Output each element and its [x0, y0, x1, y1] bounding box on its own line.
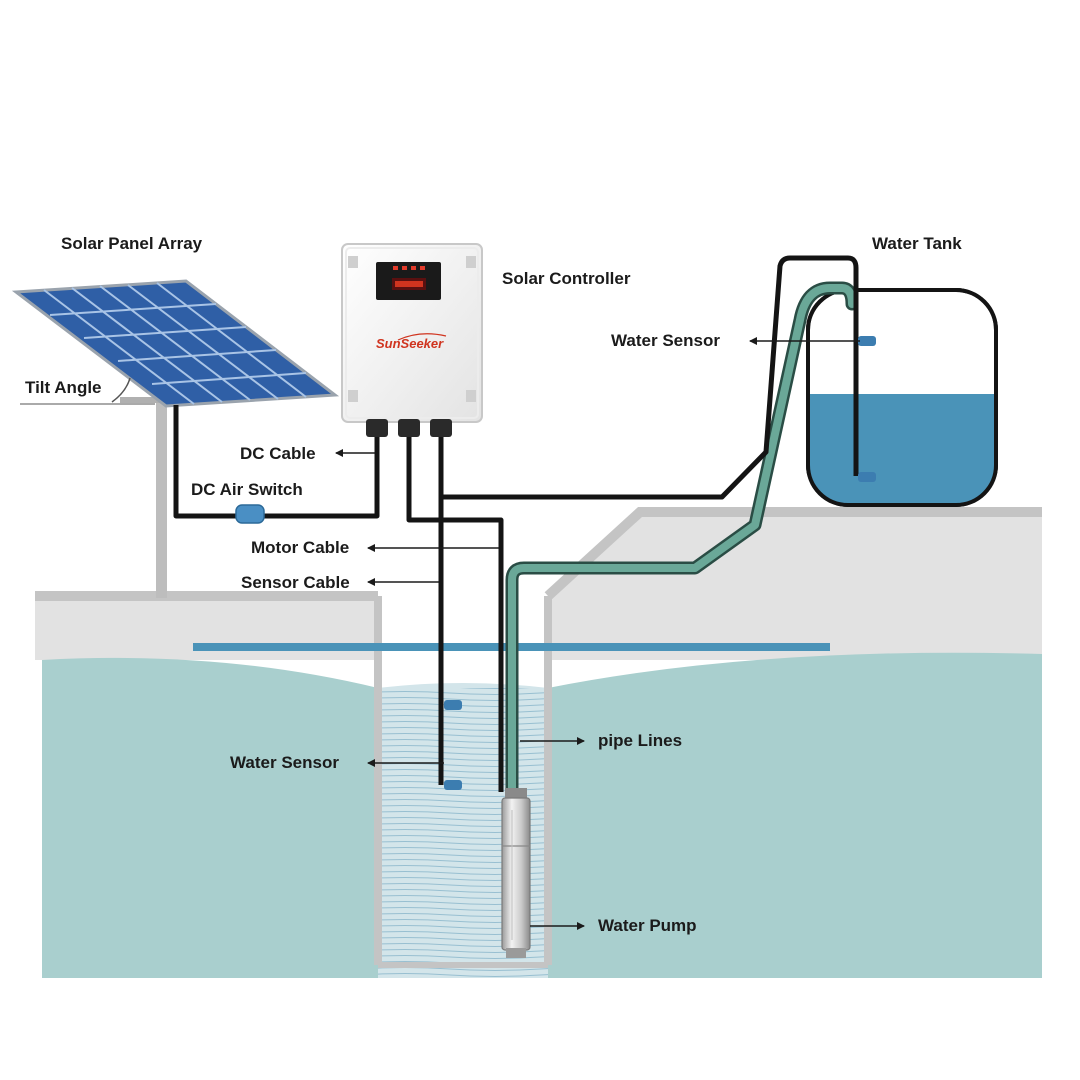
dc-air-switch — [235, 504, 265, 524]
water-pump — [501, 788, 531, 958]
label-water-pump: Water Pump — [598, 916, 697, 935]
water-tank — [806, 288, 998, 507]
solar-controller: SunSeeker — [341, 243, 483, 437]
groundwater — [42, 652, 1042, 978]
controller-brand: SunSeeker — [376, 336, 444, 351]
label-dc-air-switch: DC Air Switch — [191, 480, 303, 499]
label-pipe-lines: pipe Lines — [598, 731, 683, 750]
well-shaft — [374, 596, 552, 968]
label-solar-panel-array: Solar Panel Array — [61, 234, 203, 253]
label-dc-cable: DC Cable — [240, 444, 316, 463]
label-solar-controller: Solar Controller — [502, 269, 631, 288]
solar-panel-array — [11, 279, 340, 598]
ground — [35, 507, 1042, 660]
well-sensor-upper — [444, 700, 462, 710]
panel-cell-grid — [43, 282, 307, 405]
label-water-sensor-well: Water Sensor — [230, 753, 339, 772]
tank-sensor-lower — [858, 472, 876, 482]
label-motor-cable: Motor Cable — [251, 538, 350, 557]
label-tilt-angle: Tilt Angle — [25, 378, 102, 397]
cable-gland-middle — [398, 419, 420, 437]
label-sensor-cable: Sensor Cable — [241, 573, 350, 592]
leader-arrows — [335, 337, 860, 930]
tank-sensor-cable — [441, 255, 859, 500]
cable-gland-right — [430, 419, 452, 437]
cable-gland-left — [366, 419, 388, 437]
motor-cable — [406, 437, 504, 792]
dc-cable — [173, 405, 380, 519]
sensors — [444, 336, 876, 790]
label-water-tank: Water Tank — [872, 234, 962, 253]
controller-leds — [393, 266, 425, 270]
cables — [173, 255, 859, 792]
well-sensor-lower — [444, 780, 462, 790]
tank-sensor-upper — [858, 336, 876, 346]
label-water-sensor-tank: Water Sensor — [611, 331, 720, 350]
